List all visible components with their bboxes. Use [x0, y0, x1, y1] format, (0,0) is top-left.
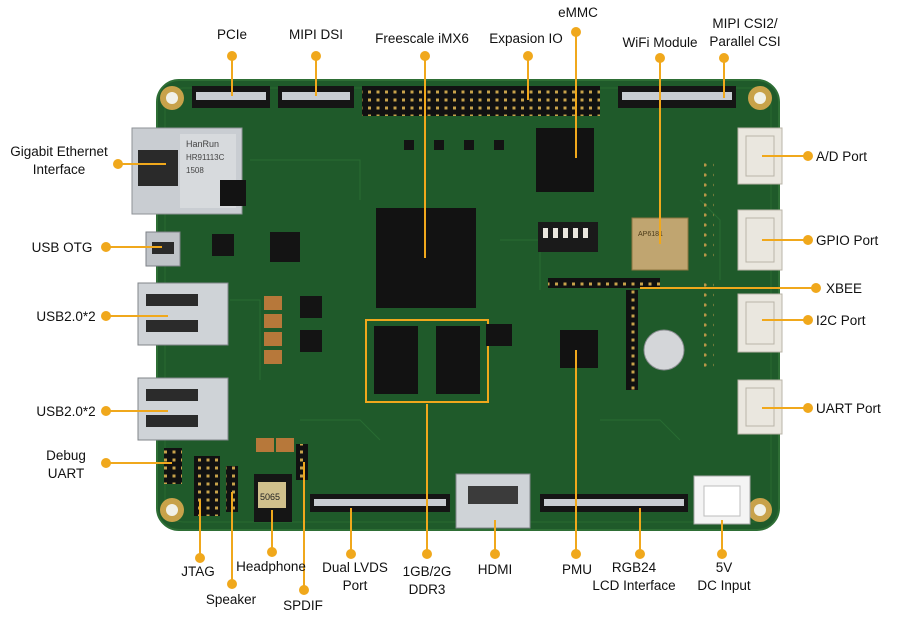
label-ethernet-line1: Gigabit Ethernet — [10, 144, 108, 159]
ddr3-highlight — [365, 319, 489, 403]
eth-code-print: 1508 — [186, 166, 204, 175]
coin-battery — [643, 329, 685, 371]
eth-part-print: HR91113C — [186, 153, 225, 162]
jack-number-print: 5065 — [260, 492, 280, 502]
label-spdif: SPDIF — [283, 598, 323, 613]
pmu-chip — [560, 330, 598, 368]
label-usb-otg: USB OTG — [31, 240, 93, 255]
label-cpu: Freescale iMX6 — [375, 31, 469, 46]
label-lvds-line1: Dual LVDS — [322, 560, 388, 575]
label-debug-line1: Debug — [46, 448, 86, 463]
wifi-chip-print: AP6181 — [638, 231, 663, 238]
ddr3-chip-b — [436, 326, 480, 394]
jtag-header — [194, 456, 220, 516]
spdif-header — [296, 444, 308, 480]
label-xbee: XBEE — [826, 281, 863, 296]
debug-uart-header — [164, 448, 182, 484]
label-emmc: eMMC — [558, 5, 598, 20]
label-ddr-line1: 1GB/2G — [402, 564, 452, 579]
inductors — [256, 296, 294, 452]
label-ad-port: A/D Port — [816, 149, 868, 164]
emmc-chip — [536, 128, 594, 192]
eth-brand-print: HanRun — [186, 139, 219, 149]
label-mipi-dsi: MIPI DSI — [288, 27, 344, 42]
label-dc-line2: DC Input — [697, 578, 751, 593]
right-edge-connectors — [737, 127, 783, 435]
label-pcie: PCIe — [216, 27, 248, 42]
label-uart-port: UART Port — [816, 401, 881, 416]
usb2-stack-upper — [137, 282, 229, 346]
label-jtag: JTAG — [181, 564, 215, 579]
label-pmu: PMU — [562, 562, 592, 577]
label-i2c-port: I2C Port — [816, 313, 866, 328]
label-speaker: Speaker — [205, 592, 257, 607]
label-wifi: WiFi Module — [622, 35, 698, 50]
label-lvds-line2: Port — [342, 578, 368, 593]
label-usb2-upper: USB2.0*2 — [36, 309, 96, 324]
label-headphone: Headphone — [236, 559, 306, 574]
label-mipi-csi-line1: MIPI CSI2/ — [712, 16, 778, 31]
label-expansion-io: Expasion IO — [489, 31, 563, 46]
speaker-header — [226, 466, 238, 512]
label-rgb-line2: LCD Interface — [592, 578, 676, 593]
cpu-side-chips — [212, 232, 322, 352]
label-mipi-csi-line2: Parallel CSI — [709, 34, 781, 49]
label-ddr-line2: DDR3 — [408, 582, 446, 597]
expansion-io-header — [362, 86, 600, 116]
label-dc-line1: 5V — [715, 560, 733, 575]
usb2-stack-lower — [137, 377, 229, 441]
ddr3-chip-a — [374, 326, 418, 394]
label-rgb-line1: RGB24 — [611, 560, 657, 575]
label-usb2-lower: USB2.0*2 — [36, 404, 96, 419]
label-gpio-port: GPIO Port — [816, 233, 879, 248]
xbee-header — [548, 278, 660, 288]
label-hdmi: HDMI — [477, 562, 513, 577]
leader-lines — [101, 27, 821, 595]
label-ethernet-line2: Interface — [32, 162, 86, 177]
label-debug-line2: UART — [47, 466, 85, 481]
